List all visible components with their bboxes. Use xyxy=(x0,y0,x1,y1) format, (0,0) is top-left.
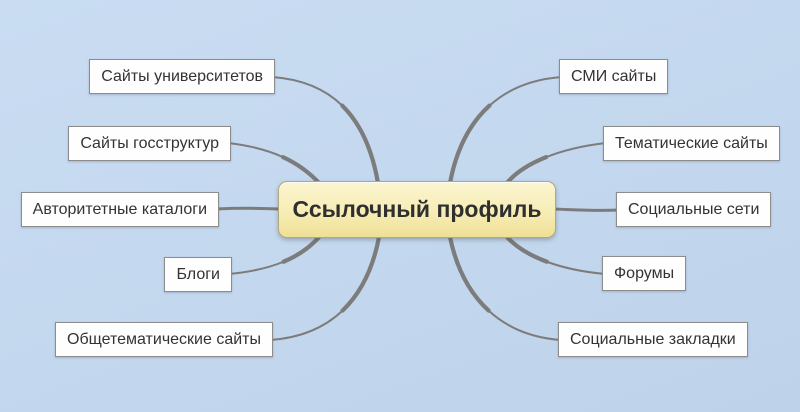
connector-university-sites-hub xyxy=(340,103,381,186)
node-government-sites[interactable]: Сайты госструктур xyxy=(68,126,231,161)
central-topic[interactable]: Ссылочный профиль xyxy=(278,181,556,238)
node-authoritative-catalogs[interactable]: Авторитетные каталоги xyxy=(20,192,219,227)
connector-government-sites xyxy=(227,142,321,185)
node-forums[interactable]: Форумы xyxy=(602,256,687,291)
connector-forums-hub xyxy=(503,233,549,264)
connector-blogs-hub xyxy=(281,233,323,264)
node-thematic-sites[interactable]: Тематические сайты xyxy=(603,126,780,161)
node-social-bookmarks[interactable]: Социальные закладки xyxy=(558,322,748,357)
node-social-networks[interactable]: Социальные сети xyxy=(616,192,772,227)
connector-media-sites-hub xyxy=(447,103,492,186)
connector-blogs xyxy=(228,235,321,275)
connector-government-sites-hub xyxy=(280,155,323,187)
node-media-sites[interactable]: СМИ сайты xyxy=(559,59,669,94)
node-blogs[interactable]: Блоги xyxy=(164,257,232,292)
connector-general-topic-sites-hub xyxy=(340,234,382,313)
connector-media-sites xyxy=(449,76,563,184)
connector-thematic-sites-hub xyxy=(503,155,549,187)
connector-social-bookmarks xyxy=(449,236,562,341)
node-university-sites[interactable]: Сайты университетов xyxy=(89,59,275,94)
node-general-topic-sites[interactable]: Общетематические сайты xyxy=(55,322,273,357)
connector-forums xyxy=(505,235,606,275)
connector-social-networks xyxy=(552,207,621,212)
connector-social-bookmarks-hub xyxy=(447,234,491,313)
connector-thematic-sites xyxy=(505,142,607,185)
connector-authoritative-catalogs xyxy=(214,206,282,211)
